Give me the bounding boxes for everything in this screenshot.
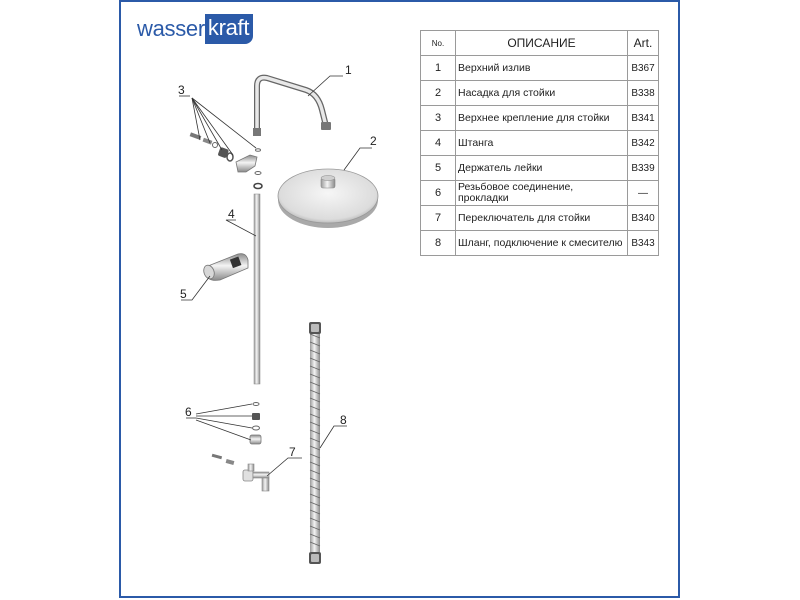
callout-6: 6 [185,405,192,419]
connection-hose [309,322,321,564]
upper-spout [253,74,331,136]
threaded-connections [249,402,262,445]
brand-logo-part2: kraft [204,14,254,44]
callout-2: 2 [370,134,377,148]
callout-4: 4 [228,207,235,221]
row-description: Штанга [455,130,628,156]
row-description: Резьбовое соединение, прокладки [455,180,628,206]
shower-rod [253,193,261,385]
callout-7: 7 [289,445,296,459]
row-description: Верхний излив [455,55,628,81]
shower-head [277,168,379,228]
row-article: B340 [627,205,659,231]
upper-mount [189,132,263,190]
callout-5: 5 [180,287,187,301]
row-description: Шланг, подключение к смесителю [455,230,628,256]
row-description: Держатель лейки [455,155,628,181]
callout-8: 8 [340,413,347,427]
callout-1: 1 [345,63,352,77]
row-article: — [627,180,659,206]
parts-table-header: No. ОПИСАНИЕ Art. [420,30,659,56]
diverter [211,453,270,492]
header-description: ОПИСАНИЕ [455,30,628,56]
row-article: B338 [627,80,659,106]
callout-numbers: 1 2 3 4 5 6 7 8 [178,63,377,459]
hand-shower-holder [203,253,249,281]
brand-logo-part1: wasser [137,16,205,41]
row-article: B343 [627,230,659,256]
row-article: B342 [627,130,659,156]
leader-lines [179,75,372,477]
callout-3: 3 [178,83,185,97]
header-article: Art. [627,30,659,56]
row-no: 8 [420,230,456,256]
row-description: Верхнее крепление для стойки [455,105,628,131]
row-no: 3 [420,105,456,131]
